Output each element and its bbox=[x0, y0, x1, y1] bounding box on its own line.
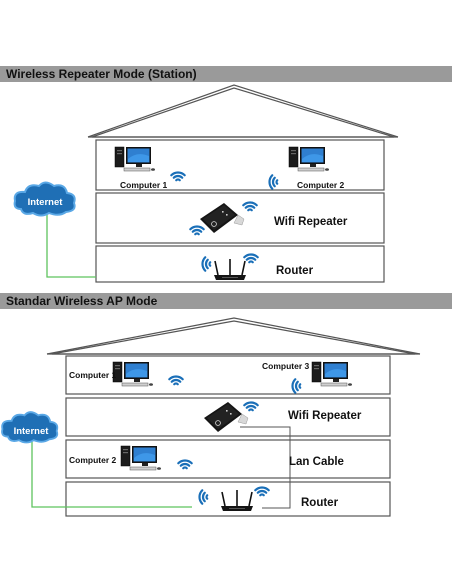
wifi-signal-icon bbox=[177, 455, 193, 472]
router-label-1: Router bbox=[276, 265, 314, 277]
house-1 bbox=[87, 84, 399, 283]
wifi-signal-icon bbox=[287, 378, 304, 394]
wifi-signal-icon bbox=[242, 197, 258, 214]
computer-1-label: Computer 1 bbox=[120, 180, 168, 190]
wifi-signal-icon bbox=[197, 256, 214, 272]
lan-cable-line bbox=[240, 426, 291, 509]
house-2 bbox=[46, 317, 421, 517]
internet-label-2: Internet bbox=[13, 426, 49, 437]
computer-icon bbox=[120, 445, 162, 471]
computer-icon bbox=[114, 146, 156, 172]
wifi-signal-icon bbox=[170, 167, 186, 184]
computer-2-label: Computer 2 bbox=[69, 455, 117, 465]
router-label-2: Router bbox=[301, 497, 339, 509]
computer-icon bbox=[311, 361, 353, 387]
section-title-ap-mode: Standar Wireless AP Mode bbox=[0, 293, 452, 309]
wifi-signal-icon bbox=[264, 174, 281, 190]
internet-link-1 bbox=[46, 214, 96, 278]
router-icon bbox=[220, 489, 254, 512]
wifi-signal-icon bbox=[243, 249, 259, 266]
wifi-signal-icon bbox=[168, 371, 184, 388]
computer-icon bbox=[112, 361, 154, 387]
computer-1-label: Computer 1 bbox=[69, 370, 117, 380]
wifi-signal-icon bbox=[194, 489, 211, 505]
wifi-repeater-label-2: Wifi Repeater bbox=[288, 410, 362, 422]
wifi-signal-icon bbox=[243, 397, 259, 414]
internet-label-1: Internet bbox=[27, 197, 63, 208]
computer-3-label: Computer 3 bbox=[262, 361, 310, 371]
computer-2-label: Computer 2 bbox=[297, 180, 345, 190]
lan-cable-label: Lan Cable bbox=[289, 456, 344, 468]
repeater-device-icon bbox=[199, 202, 245, 234]
internet-link-2 bbox=[31, 442, 192, 508]
wifi-signal-icon bbox=[254, 482, 270, 499]
wifi-signal-icon bbox=[189, 221, 205, 238]
section-title-station-mode: Wireless Repeater Mode (Station) bbox=[0, 66, 452, 82]
router-icon bbox=[213, 258, 247, 281]
computer-icon bbox=[288, 146, 330, 172]
wifi-repeater-label-1: Wifi Repeater bbox=[274, 216, 348, 228]
